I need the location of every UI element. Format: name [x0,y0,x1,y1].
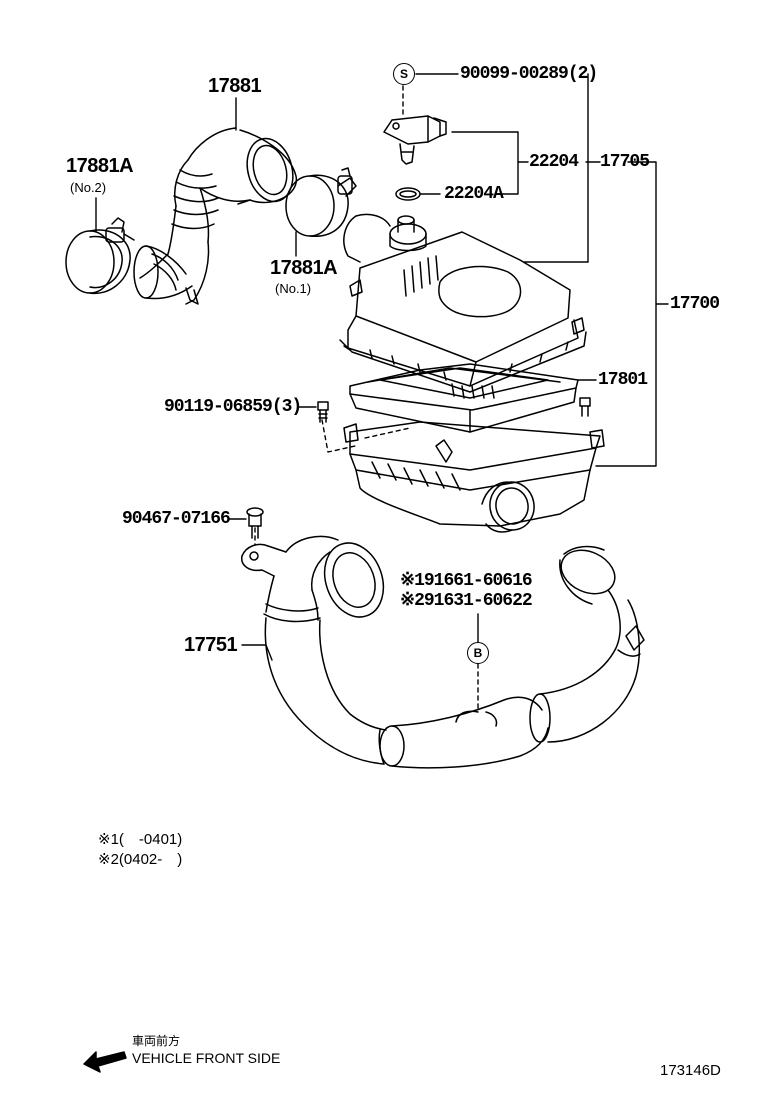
air-cleaner-hose [133,127,297,305]
label-17881: 17881 [208,75,262,97]
label-17751: 17751 [184,634,238,656]
label-17881a-no1-sub: (No.1) [275,281,312,296]
label-90099: 90099-00289(2) [460,64,598,84]
label-22204: 22204 [529,152,579,172]
screw-90119 [317,401,329,423]
s-mark: S [393,63,415,85]
label-17881a-no2-sub: (No.2) [70,180,107,195]
front-label-en: VEHICLE FRONT SIDE [132,1050,281,1066]
b-mark: B [467,642,489,664]
label-90467: 90467-07166 [122,509,231,529]
air-flow-meter [383,115,447,165]
label-17801: 17801 [598,370,648,390]
label-22204a: 22204A [444,184,504,204]
vehicle-front-arrow [83,1051,127,1073]
label-17881a-no2: 17881A [66,155,134,177]
label-291631: ※291631-60622 [400,591,533,611]
label-191661: ※191661-60616 [400,571,533,591]
hose-clamp-no2 [65,217,135,295]
note-2: ※2(0402- ) [98,851,183,868]
label-90119: 90119-06859(3) [164,397,302,417]
leader-lines [95,73,669,713]
o-ring [395,187,421,201]
label-17705: 17705 [600,152,650,172]
air-cleaner-cap [339,213,587,393]
intake-duct [241,535,645,769]
screw-right [579,397,591,417]
air-filter-element [349,363,579,433]
label-17881a-no1: 17881A [270,257,338,279]
air-cleaner-case [343,421,605,533]
front-label-jp: 車両前方 [132,1034,181,1048]
diagram-code: 173146D [660,1062,721,1079]
hose-clamp-no1 [285,167,357,237]
note-1: ※1( -0401) [98,831,183,848]
bolt-90467 [246,507,264,539]
label-17700: 17700 [670,294,720,314]
